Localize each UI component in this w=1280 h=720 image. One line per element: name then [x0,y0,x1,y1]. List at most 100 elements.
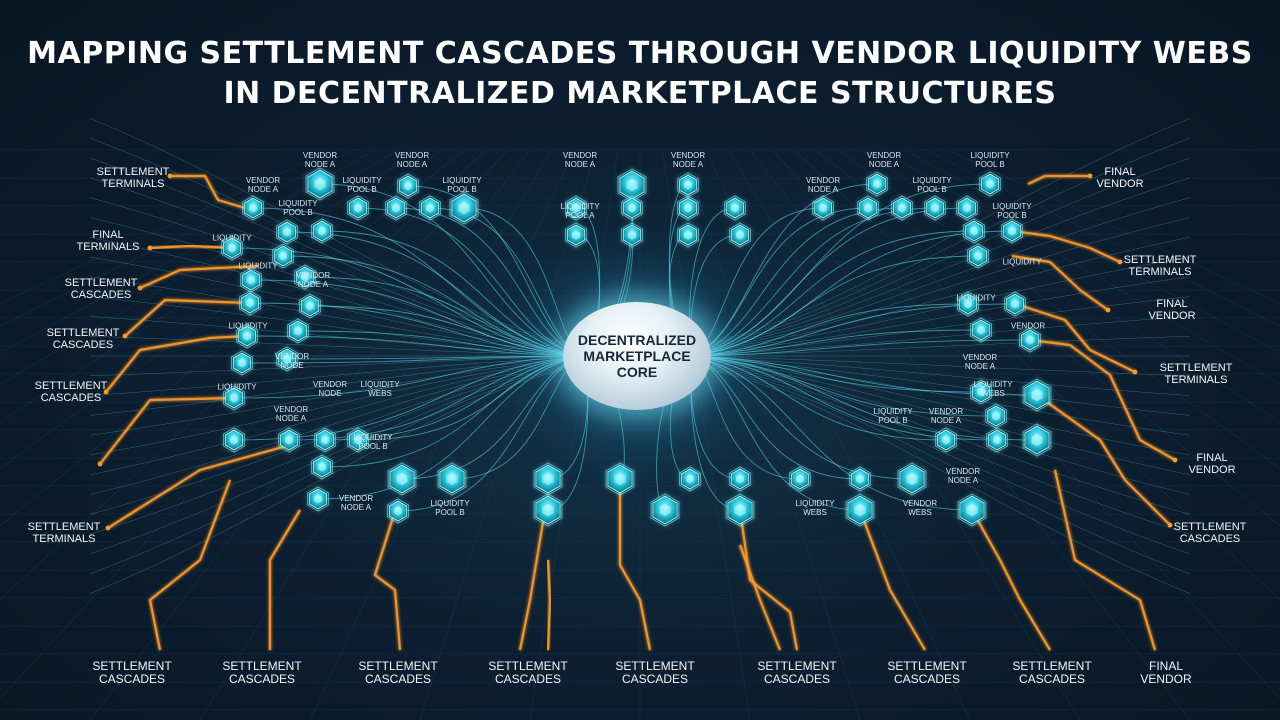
flow-stream [694,217,1191,350]
hex-node [276,219,298,245]
hex-node [985,403,1007,429]
flow-line [321,355,583,468]
flow-stream [89,316,581,355]
settlement-terminal-line [1053,469,1157,651]
flow-stream [89,118,581,346]
flow-stream [694,276,1191,353]
hex-node [565,222,587,248]
hex-node [419,195,441,221]
hex-node [957,291,979,317]
flow-stream [694,362,1191,515]
flow-line [691,255,979,357]
grid-line [419,149,597,720]
flow-line [309,305,583,357]
flow-line [286,355,583,360]
hex-node [314,427,336,453]
flow-stream [89,362,581,495]
settlement-terminal-line [139,264,259,290]
grid-line [947,149,1280,304]
hex-node [272,243,294,269]
grid-line [0,149,487,601]
hex-node [385,195,407,221]
settlement-terminal-line [546,559,552,651]
flow-stream [694,335,1191,356]
core-label-line-2: MARKETPLACE [583,348,691,364]
flow-stream [694,236,1191,351]
grid-line [199,149,553,720]
flow-line [286,231,583,357]
flow-line [691,355,982,393]
terminal-endpoint [103,389,109,395]
flow-line [691,355,861,511]
grid-line [0,149,421,423]
settlement-terminal-line [124,298,251,337]
hex-node [236,323,258,349]
grid-line [749,149,1191,720]
flow-line [691,355,861,480]
hex-node [729,466,751,492]
diagram-title: MAPPING SETTLEMENT CASCADES THROUGH VEND… [0,34,1280,114]
hex-node [347,195,369,221]
hex-node [294,264,316,290]
hex-node [221,235,243,261]
flow-stream [694,362,1191,495]
node-label-8: LIQUIDITY [238,261,278,271]
hex-node [970,379,992,405]
flow-stream [89,296,581,354]
flow-stream [694,157,1191,348]
flow-line [407,185,583,357]
settlement-terminal-line [1015,302,1136,373]
terminal-endpoint [1132,369,1138,375]
hex-node [677,222,699,248]
hex-node [812,195,834,221]
node-label-10: LIQUIDITY [228,321,268,331]
settlement-terminal-line [971,509,1051,651]
flow-line [233,355,583,399]
settlement-terminal-line [738,509,799,651]
grid-line [89,149,531,720]
grid-line [309,149,575,720]
hex-node [565,195,587,221]
settlement-terminal-line [1029,338,1176,461]
hex-node [897,462,927,496]
grid-line [0,149,355,327]
hex-node [1019,327,1041,353]
terminal-endpoint [167,173,173,179]
terminal-endpoint [137,285,143,291]
flow-line [691,355,1038,441]
hex-node [223,385,245,411]
terminal-endpoint [1117,259,1123,265]
grid-line [815,149,1280,527]
hex-node [605,462,635,496]
flow-line [691,207,903,357]
flow-stream [89,197,581,350]
flow-line [246,335,583,357]
terminal-endpoint [122,333,128,339]
hex-node [891,195,913,221]
terminal-endpoint [1167,522,1173,528]
flow-stream [694,118,1191,346]
